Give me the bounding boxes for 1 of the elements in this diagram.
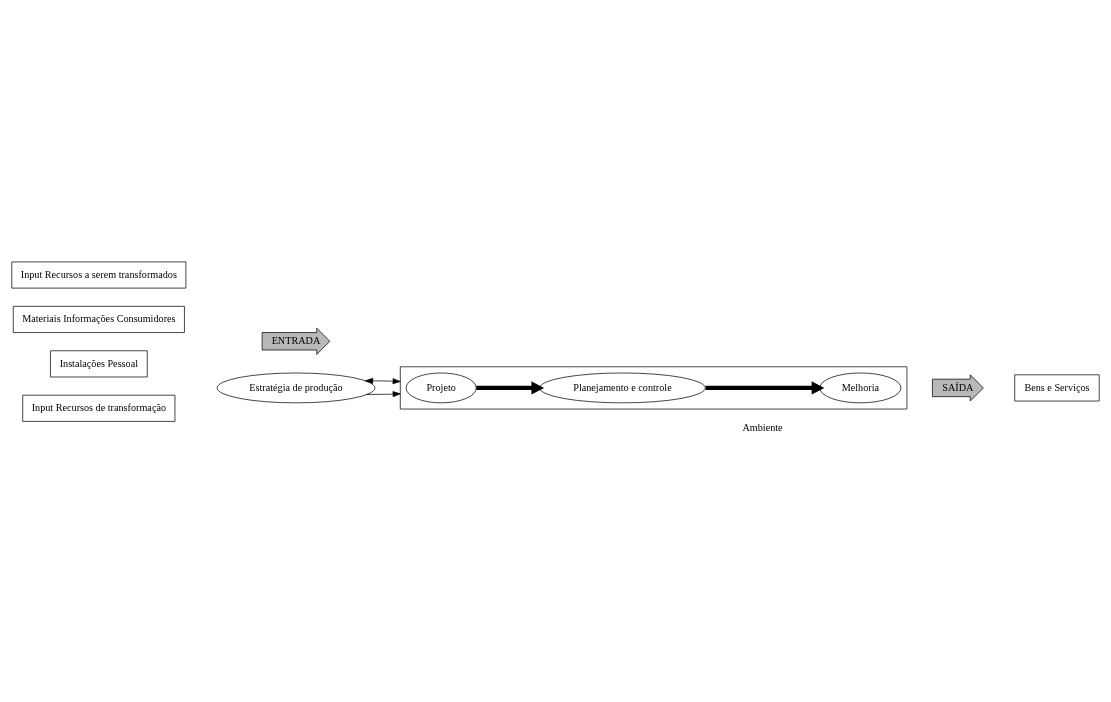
label: Ambiente bbox=[742, 421, 783, 433]
